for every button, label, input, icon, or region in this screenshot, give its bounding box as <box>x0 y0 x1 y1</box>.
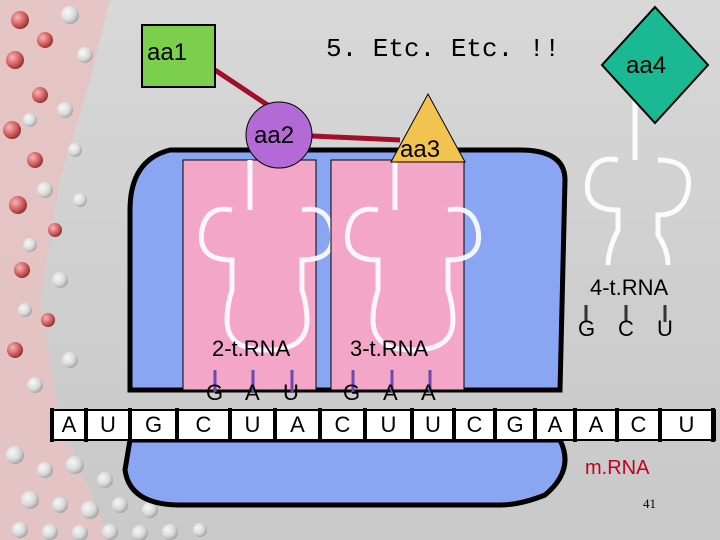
aa1-shape <box>141 24 216 88</box>
aa2-shape <box>245 101 313 169</box>
trna-4-anticodon-1: G <box>578 316 596 341</box>
mrna-strand <box>51 409 716 441</box>
mrna-base-14: C <box>630 412 647 437</box>
trna-3-anticodon-1: G <box>343 380 361 405</box>
trna-4 <box>584 95 692 322</box>
aa4-label: aa4 <box>626 52 667 79</box>
mrna-base-13: A <box>588 412 604 437</box>
mrna-base-5: U <box>244 412 261 437</box>
bead-strand-decoration <box>0 0 207 540</box>
trna-3-anticodon-2: A <box>383 380 398 405</box>
mrna-base-dividers <box>50 408 715 442</box>
mrna-base-15: U <box>678 412 695 437</box>
peptide-bond-aa1-aa2 <box>213 67 274 111</box>
mrna-base-9: U <box>425 412 441 437</box>
mrna-base-3: G <box>144 412 163 437</box>
mrna-base-10: C <box>466 412 483 437</box>
trna-4-anticodon-2: C <box>618 316 634 341</box>
trna-4-anticodon-3: U <box>657 316 673 341</box>
mrna-base-4: C <box>195 412 212 437</box>
trna-3 <box>330 159 482 392</box>
aa1-label: aa1 <box>147 39 188 66</box>
trna-3-label: 3-t.RNA <box>350 336 429 361</box>
mrna-base-1: A <box>61 412 77 437</box>
mrna-base-12: A <box>547 412 563 437</box>
trna-2 <box>182 159 336 392</box>
trna-2-anticodon-2: A <box>245 380 260 405</box>
aa3-shape <box>390 92 466 163</box>
mrna-base-6: A <box>290 412 305 437</box>
aa4-shape <box>600 5 710 125</box>
trna-2-label: 2-t.RNA <box>212 336 291 361</box>
aa3-label: aa3 <box>400 136 441 163</box>
mrna-label: m.RNA <box>585 457 650 479</box>
mrna-base-7: C <box>334 412 351 437</box>
trna-2-anticodon-3: U <box>283 380 299 405</box>
aa2-label: aa2 <box>254 122 295 149</box>
trna-4-label: 4-t.RNA <box>590 275 669 300</box>
mrna-base-8: U <box>380 412 397 437</box>
slide-title: 5. Etc. Etc. !! <box>326 34 561 64</box>
page-number: 41 <box>643 496 656 511</box>
mrna-base-2: U <box>100 412 116 437</box>
mrna-base-11: G <box>506 412 524 437</box>
trna-3-anticodon-3: A <box>421 380 436 405</box>
peptide-bond-aa2-aa3 <box>311 133 401 143</box>
ribosome-small-subunit <box>122 437 568 508</box>
trna-2-anticodon-1: G <box>206 380 224 405</box>
